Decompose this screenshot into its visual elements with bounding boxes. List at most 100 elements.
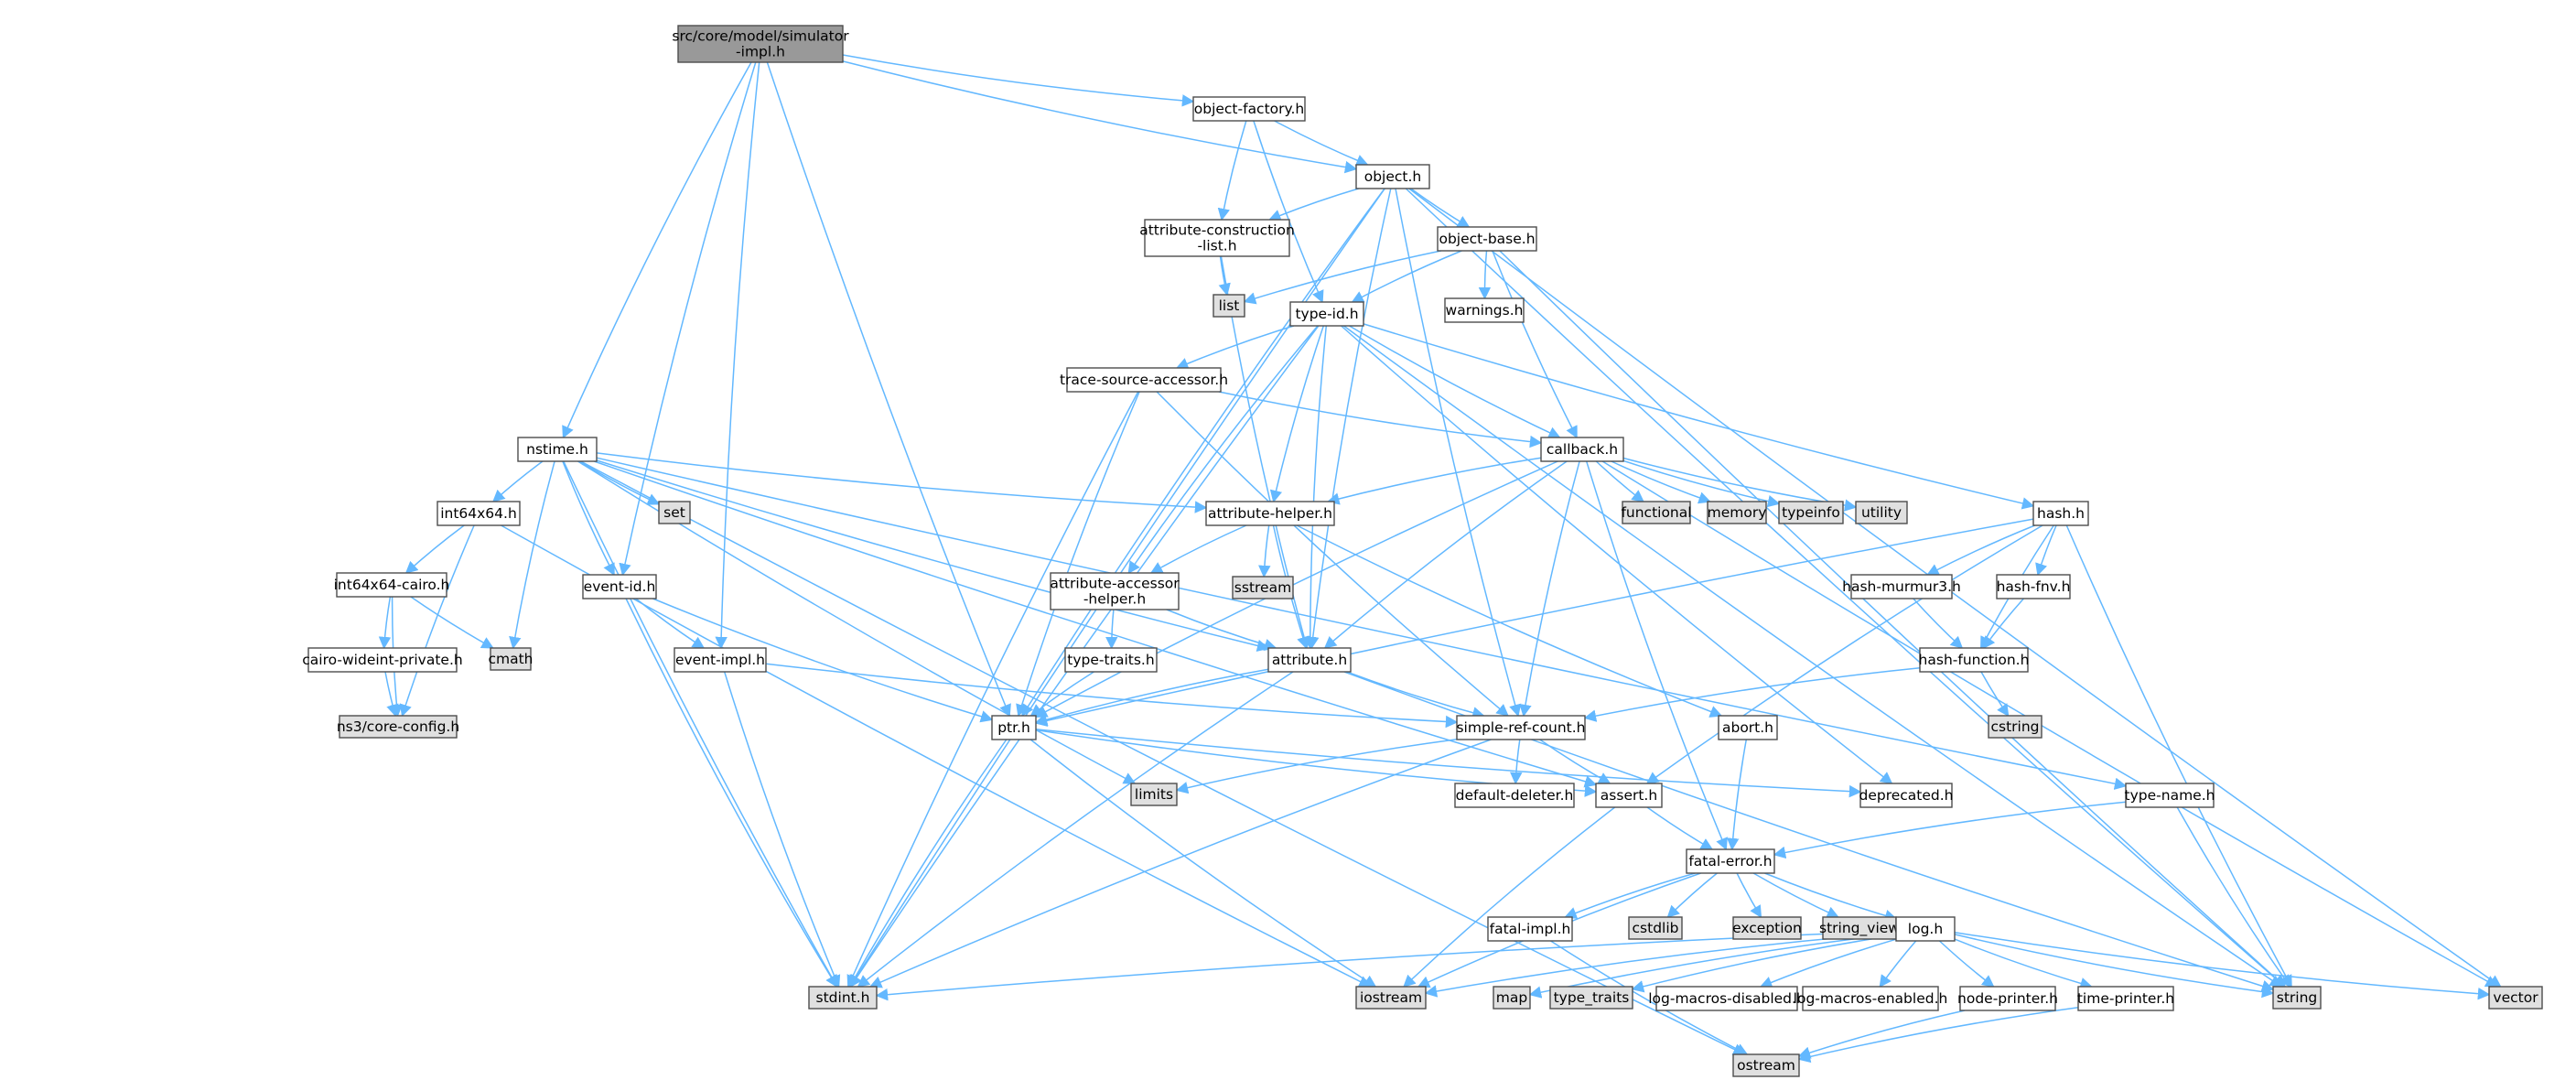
- node-box-log-macros-enabled: [1802, 986, 1939, 1011]
- edge-root-to-event-id: [619, 61, 757, 577]
- node-cstring[interactable]: cstring: [1988, 715, 2042, 739]
- node-set[interactable]: set: [658, 501, 691, 524]
- node-label-type-name: type-name.h: [2125, 787, 2215, 804]
- node-string[interactable]: string: [2272, 986, 2322, 1010]
- node-int64x64-cairo[interactable]: int64x64-cairo.h: [334, 572, 450, 598]
- node-attribute-helper[interactable]: attribute-helper.h: [1205, 501, 1335, 526]
- node-fatal-impl[interactable]: fatal-impl.h: [1487, 916, 1573, 942]
- node-node-printer[interactable]: node-printer.h: [1957, 986, 2058, 1011]
- node-box-stdint: [808, 986, 878, 1010]
- node-hash-fnv[interactable]: hash-fnv.h: [1996, 574, 2071, 599]
- node-log-macros-disabled[interactable]: log-macros-disabled.h: [1648, 986, 1805, 1011]
- edge-type-id-to-attribute: [1303, 325, 1328, 650]
- node-log-macros-enabled[interactable]: log-macros-enabled.h: [1794, 986, 1948, 1011]
- edge-object-to-object-base: [1410, 188, 1471, 228]
- edge-log-to-time-printer: [1954, 938, 2093, 990]
- edge-object-factory-to-type-id: [1253, 120, 1324, 304]
- node-nstime[interactable]: nstime.h: [517, 437, 598, 462]
- node-label-fatal-impl: fatal-impl.h: [1490, 921, 1571, 937]
- node-box-hash: [2032, 501, 2089, 526]
- node-warnings[interactable]: warnings.h: [1444, 297, 1525, 323]
- node-label-callback: callback.h: [1547, 441, 1618, 458]
- edge-nstime-to-attribute-helper: [596, 452, 1208, 513]
- node-abort[interactable]: abort.h: [1718, 715, 1778, 740]
- node-event-impl[interactable]: event-impl.h: [674, 647, 767, 673]
- node-assert[interactable]: assert.h: [1595, 783, 1663, 808]
- node-hash-function[interactable]: hash-function.h: [1919, 647, 2030, 673]
- node-memory[interactable]: memory: [1707, 501, 1767, 524]
- node-exception[interactable]: exception: [1732, 916, 1802, 940]
- edge-callback-to-vector: [1601, 460, 2498, 988]
- node-int64x64[interactable]: int64x64.h: [437, 501, 521, 526]
- node-box-hash-murmur3: [1850, 574, 1953, 599]
- node-functional[interactable]: functional: [1621, 501, 1692, 524]
- node-list[interactable]: list: [1213, 294, 1245, 318]
- node-label-event-impl: event-impl.h: [675, 652, 765, 668]
- node-label-attribute-helper: attribute-helper.h: [1208, 505, 1332, 522]
- node-cstdlib[interactable]: cstdlib: [1628, 916, 1683, 940]
- node-hash-murmur3[interactable]: hash-murmur3.h: [1842, 574, 1961, 599]
- node-ns3-config[interactable]: ns3/core-config.h: [337, 715, 459, 739]
- node-type-traits-h[interactable]: type-traits.h: [1064, 647, 1158, 673]
- node-attr-construction[interactable]: attribute-construction-list.h: [1139, 219, 1295, 257]
- node-label-sstream: sstream: [1234, 579, 1291, 596]
- node-box-assert: [1595, 783, 1663, 808]
- node-box-log: [1895, 916, 1956, 942]
- edge-object-base-to-list: [1243, 250, 1441, 305]
- node-iostream[interactable]: iostream: [1355, 986, 1427, 1010]
- node-box-hash-function: [1919, 647, 2029, 673]
- edge-type-id-to-attr-accessor: [1127, 325, 1319, 575]
- edge-fatal-error-to-fatal-impl: [1564, 872, 1696, 919]
- node-typeinfo[interactable]: typeinfo: [1778, 501, 1844, 524]
- node-label-trace-source: trace-source-accessor.h: [1060, 372, 1228, 388]
- node-cairo-wideint[interactable]: cairo-wideint-private.h: [302, 647, 463, 673]
- node-event-id[interactable]: event-id.h: [582, 574, 657, 599]
- edge-log-to-log-macros-disabled: [1759, 938, 1897, 988]
- edge-attribute-to-ptr: [1034, 668, 1269, 726]
- node-ostream[interactable]: ostream: [1732, 1053, 1800, 1077]
- edge-log-to-log-macros-enabled: [1879, 940, 1917, 988]
- node-string_view[interactable]: string_view: [1819, 916, 1900, 940]
- edge-abort-to-fatal-error: [1726, 739, 1748, 851]
- node-type-id[interactable]: type-id.h: [1289, 301, 1364, 327]
- edge-attr-accessor-to-type-traits-h: [1105, 609, 1118, 650]
- node-map[interactable]: map: [1493, 986, 1531, 1010]
- node-simple-ref[interactable]: simple-ref-count.h: [1456, 715, 1586, 740]
- edge-nstime-to-ostream: [580, 460, 1746, 1055]
- node-type-name[interactable]: type-name.h: [2125, 783, 2215, 808]
- node-object-factory[interactable]: object-factory.h: [1192, 96, 1306, 122]
- node-utility[interactable]: utility: [1855, 501, 1908, 524]
- node-box-hash-fnv: [1996, 574, 2071, 599]
- node-type_traits[interactable]: type_traits: [1549, 986, 1633, 1010]
- node-attr-accessor[interactable]: attribute-accessor-helper.h: [1050, 572, 1180, 610]
- node-log[interactable]: log.h: [1895, 916, 1956, 942]
- node-label-object-base: object-base.h: [1439, 231, 1535, 247]
- node-root[interactable]: src/core/model/simulator-impl.h: [672, 25, 849, 63]
- node-cmath[interactable]: cmath: [488, 647, 534, 671]
- node-label-string: string: [2277, 989, 2318, 1006]
- node-stdint[interactable]: stdint.h: [808, 986, 878, 1010]
- node-box-ns3-config: [339, 715, 458, 739]
- node-box-event-impl: [674, 647, 767, 673]
- node-box-root: [677, 25, 844, 63]
- node-sstream[interactable]: sstream: [1232, 576, 1294, 599]
- edge-int64x64-cairo-to-cmath: [410, 596, 494, 649]
- node-default-deleter[interactable]: default-deleter.h: [1454, 783, 1575, 808]
- node-time-printer[interactable]: time-printer.h: [2077, 986, 2174, 1011]
- node-attribute[interactable]: attribute.h: [1267, 647, 1352, 673]
- node-fatal-error[interactable]: fatal-error.h: [1686, 848, 1775, 874]
- node-hash[interactable]: hash.h: [2032, 501, 2089, 526]
- edge-event-impl-to-stdint: [723, 671, 841, 988]
- edge-fatal-error-to-log: [1764, 872, 1898, 922]
- node-ptr[interactable]: ptr.h: [991, 715, 1037, 740]
- node-object-base[interactable]: object-base.h: [1437, 226, 1537, 252]
- edge-layer: [378, 54, 2502, 1064]
- node-callback[interactable]: callback.h: [1540, 437, 1624, 462]
- edge-type-id-to-attribute-helper: [1269, 325, 1325, 503]
- node-deprecated[interactable]: deprecated.h: [1859, 783, 1954, 808]
- node-vector[interactable]: vector: [2488, 986, 2543, 1010]
- node-trace-source[interactable]: trace-source-accessor.h: [1060, 367, 1228, 393]
- node-object[interactable]: object.h: [1355, 164, 1430, 189]
- node-limits[interactable]: limits: [1130, 783, 1178, 806]
